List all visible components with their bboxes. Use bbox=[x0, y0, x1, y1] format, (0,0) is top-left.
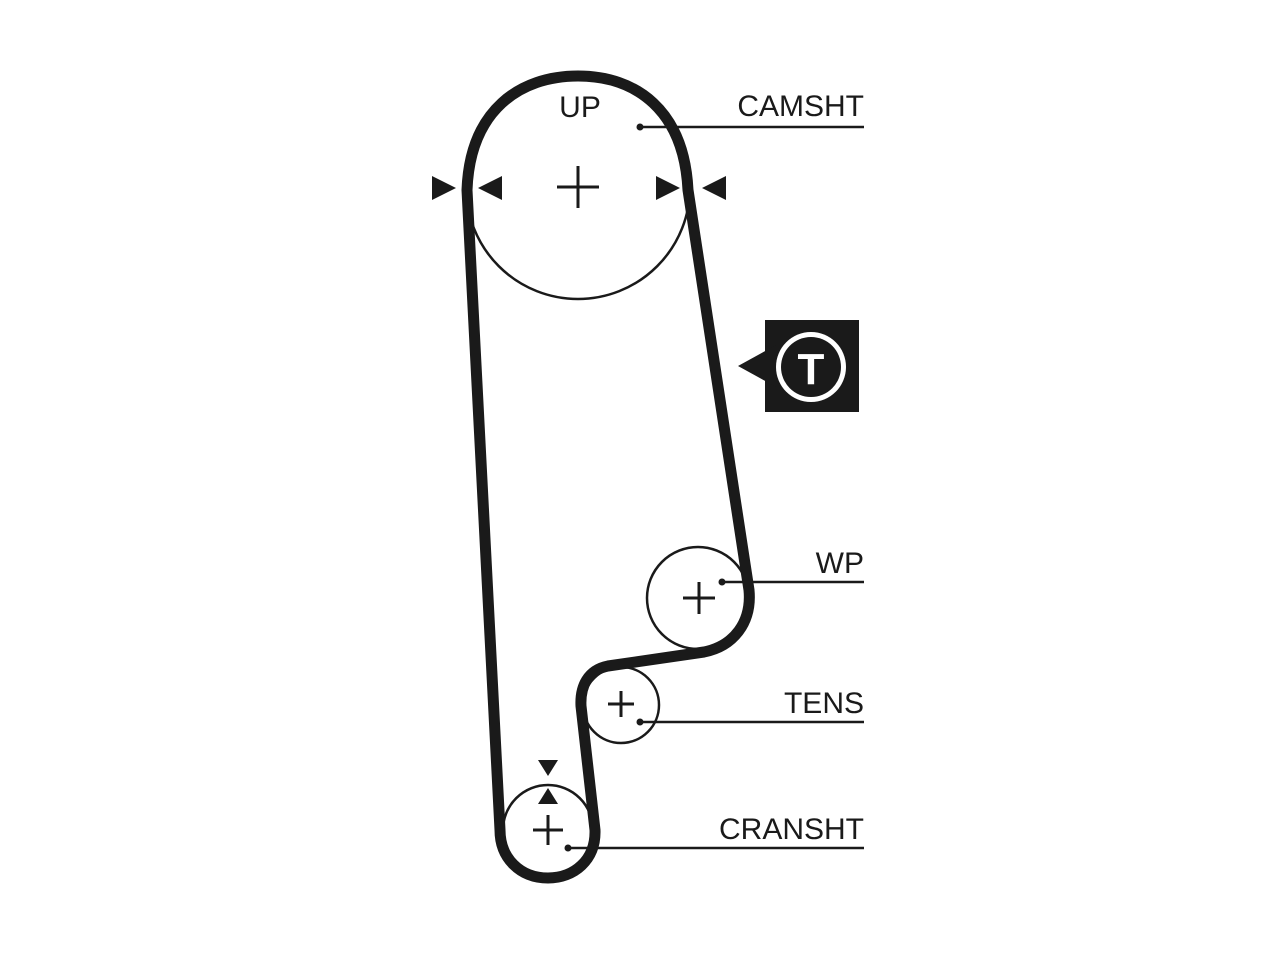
tension-badge-label: T bbox=[798, 345, 825, 394]
camshaft-label: CAMSHT bbox=[737, 90, 864, 123]
camshaft-center-cross bbox=[557, 166, 599, 208]
tensioner-label: TENS bbox=[784, 687, 864, 720]
crankshaft-alignment-arrow-icon bbox=[538, 760, 558, 804]
crankshaft-center-cross bbox=[533, 815, 563, 845]
camshaft-leader-line bbox=[636, 123, 864, 131]
water-pump-center-cross bbox=[683, 582, 715, 614]
crankshaft-leader-line bbox=[564, 844, 864, 852]
up-label: UP bbox=[559, 91, 601, 124]
tension-point-badge-icon: T bbox=[738, 320, 859, 412]
crankshaft-label: CRANSHT bbox=[719, 813, 864, 846]
water-pump-label: WP bbox=[816, 547, 864, 580]
tensioner-center-cross bbox=[608, 691, 634, 717]
water-pump-leader-line bbox=[718, 578, 864, 586]
tensioner-leader-line bbox=[636, 718, 864, 726]
alignment-arrow-icon bbox=[432, 176, 726, 200]
timing-belt bbox=[461, 70, 755, 884]
